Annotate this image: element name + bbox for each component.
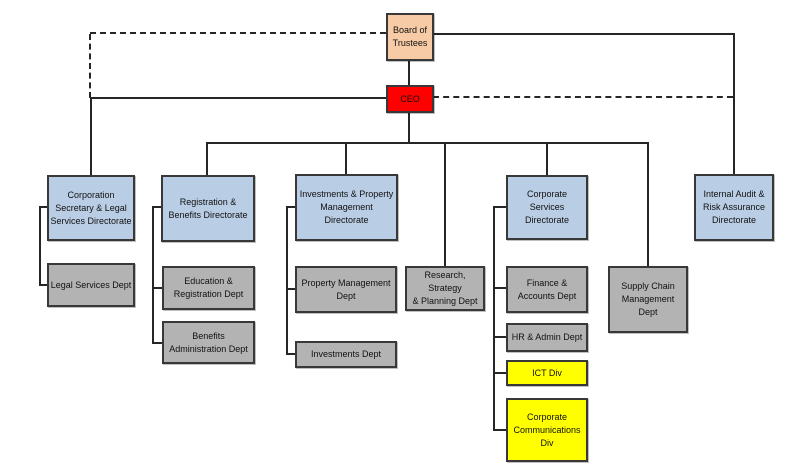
- connector-distribution: [206, 142, 649, 144]
- node-benefits-administration-dept: Benefits Administration Dept: [162, 321, 255, 364]
- drop-corpserv: [546, 142, 548, 175]
- node-internal-audit-risk-directorate: Internal Audit & Risk Assurance Director…: [694, 174, 774, 241]
- bracket-edureg-stub: [152, 287, 163, 289]
- node-ceo: CEO: [386, 85, 434, 113]
- bracket-regben-v: [152, 206, 154, 344]
- node-legal-services-dept: Legal Services Dept: [47, 263, 135, 307]
- dashed-left-vertical: [89, 34, 91, 98]
- node-board-of-trustees: Board of Trustees: [386, 13, 434, 61]
- node-finance-accounts-dept: Finance & Accounts Dept: [506, 266, 588, 313]
- node-investments-dept: Investments Dept: [295, 341, 397, 368]
- bracket-corpsec-v: [39, 206, 41, 286]
- dashed-ceo-right: [433, 96, 733, 98]
- node-corporate-communications-div: Corporate Communications Div: [506, 398, 588, 462]
- drop-invprop: [345, 142, 347, 174]
- node-registration-benefits-directorate: Registration & Benefits Directorate: [161, 175, 255, 242]
- drop-supply: [647, 142, 649, 266]
- connector-right-vertical-audit: [733, 33, 735, 174]
- node-supply-chain-management-dept: Supply Chain Management Dept: [608, 266, 688, 333]
- node-research-strategy-planning-dept: Research, Strategy & Planning Dept: [405, 266, 485, 311]
- connector-ceo-down: [408, 112, 410, 143]
- node-property-management-dept: Property Management Dept: [295, 266, 397, 313]
- bracket-corpserv-stub: [493, 206, 506, 208]
- bracket-regben-stub: [152, 206, 162, 208]
- bracket-benadmin-stub: [152, 342, 163, 344]
- connector-left-vertical-corpsec: [90, 97, 92, 175]
- bracket-finance-stub: [493, 287, 506, 289]
- connector-ceo-left: [90, 97, 386, 99]
- bracket-invdept-stub: [286, 353, 296, 355]
- bracket-ict-stub: [493, 372, 506, 374]
- connector-board-to-ceo: [408, 60, 410, 85]
- bracket-invprop-stub: [286, 206, 296, 208]
- bracket-corpcomm-stub: [493, 429, 506, 431]
- node-investments-property-directorate: Investments & Property Management Direct…: [295, 174, 398, 241]
- bracket-invprop-v: [286, 206, 288, 355]
- connector-board-right: [433, 33, 735, 35]
- node-corporate-services-directorate: Corporate Services Directorate: [506, 175, 588, 240]
- drop-research: [444, 142, 446, 266]
- node-education-registration-dept: Education & Registration Dept: [162, 266, 255, 310]
- dashed-board-left: [90, 32, 386, 34]
- drop-regben: [206, 142, 208, 175]
- bracket-hr-stub: [493, 336, 506, 338]
- bracket-corpsec-stub: [39, 206, 48, 208]
- bracket-legal-stub: [39, 284, 48, 286]
- node-hr-admin-dept: HR & Admin Dept: [506, 323, 588, 352]
- node-corporation-secretary-legal-directorate: Corporation Secretary & Legal Services D…: [47, 175, 135, 241]
- bracket-propmgmt-stub: [286, 288, 296, 290]
- bracket-corpserv-v: [493, 206, 495, 431]
- node-ict-div: ICT Div: [506, 360, 588, 386]
